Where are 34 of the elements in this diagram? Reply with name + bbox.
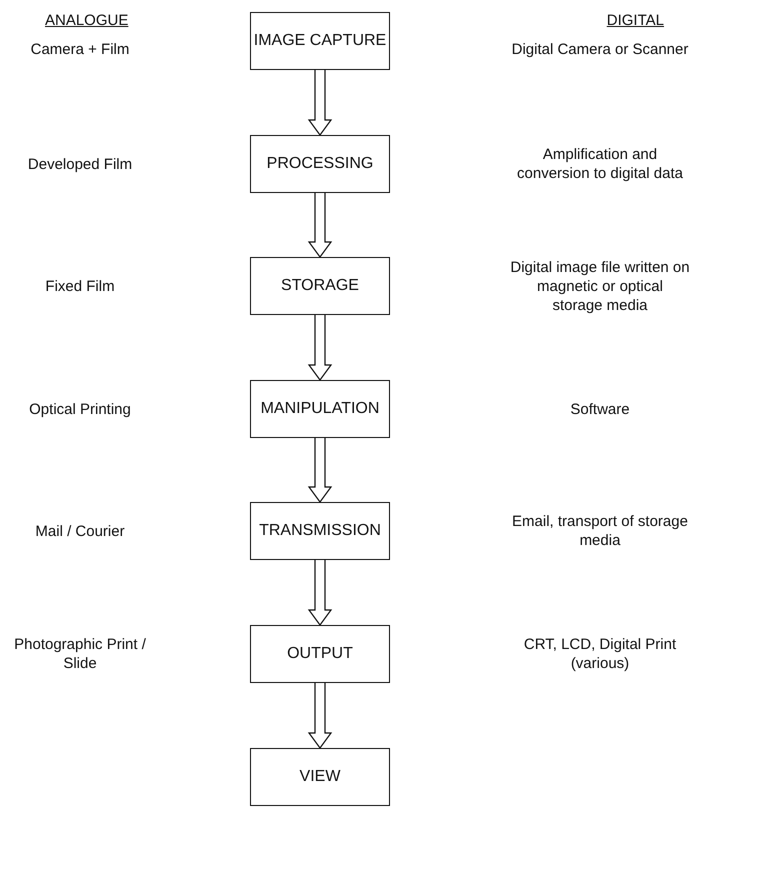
side-note: Photographic Print / Slide xyxy=(13,635,147,673)
process-box xyxy=(250,380,390,438)
process-box xyxy=(250,748,390,806)
block-arrow xyxy=(308,682,332,750)
side-note: Fixed Film xyxy=(44,276,116,296)
box-label: TRANSMISSION xyxy=(259,522,381,540)
side-note: Software xyxy=(569,400,631,418)
block-arrow xyxy=(308,559,332,626)
process-box xyxy=(250,257,390,315)
side-note: Optical Printing xyxy=(28,400,132,418)
box-label: STORAGE xyxy=(281,277,359,295)
box-label: VIEW xyxy=(300,768,340,786)
block-arrow xyxy=(308,69,332,136)
side-note: Mail / Courier xyxy=(34,522,126,540)
box-label: IMAGE CAPTURE xyxy=(254,32,386,50)
side-note: Camera + Film xyxy=(30,40,130,59)
column-heading: DIGITAL xyxy=(606,12,664,29)
process-box xyxy=(250,625,390,683)
box-label: PROCESSING xyxy=(266,155,374,173)
box-label: OUTPUT xyxy=(287,645,353,663)
side-note: Digital Camera or Scanner xyxy=(510,40,690,59)
block-arrow xyxy=(308,192,332,258)
block-arrow xyxy=(308,314,332,382)
side-note: CRT, LCD, Digital Print (various) xyxy=(522,635,678,673)
side-note: Amplification and conversion to digital data xyxy=(516,145,684,183)
process-box xyxy=(250,502,390,560)
process-box xyxy=(250,12,390,70)
side-note: Email, transport of storage media xyxy=(511,512,689,550)
block-arrow xyxy=(308,437,332,504)
side-note: Developed Film xyxy=(26,154,134,174)
process-box xyxy=(250,135,390,193)
column-heading: ANALOGUE xyxy=(45,12,128,29)
side-note: Digital image file written on magnetic or optical storage media xyxy=(510,258,690,314)
box-label: MANIPULATION xyxy=(260,400,380,418)
